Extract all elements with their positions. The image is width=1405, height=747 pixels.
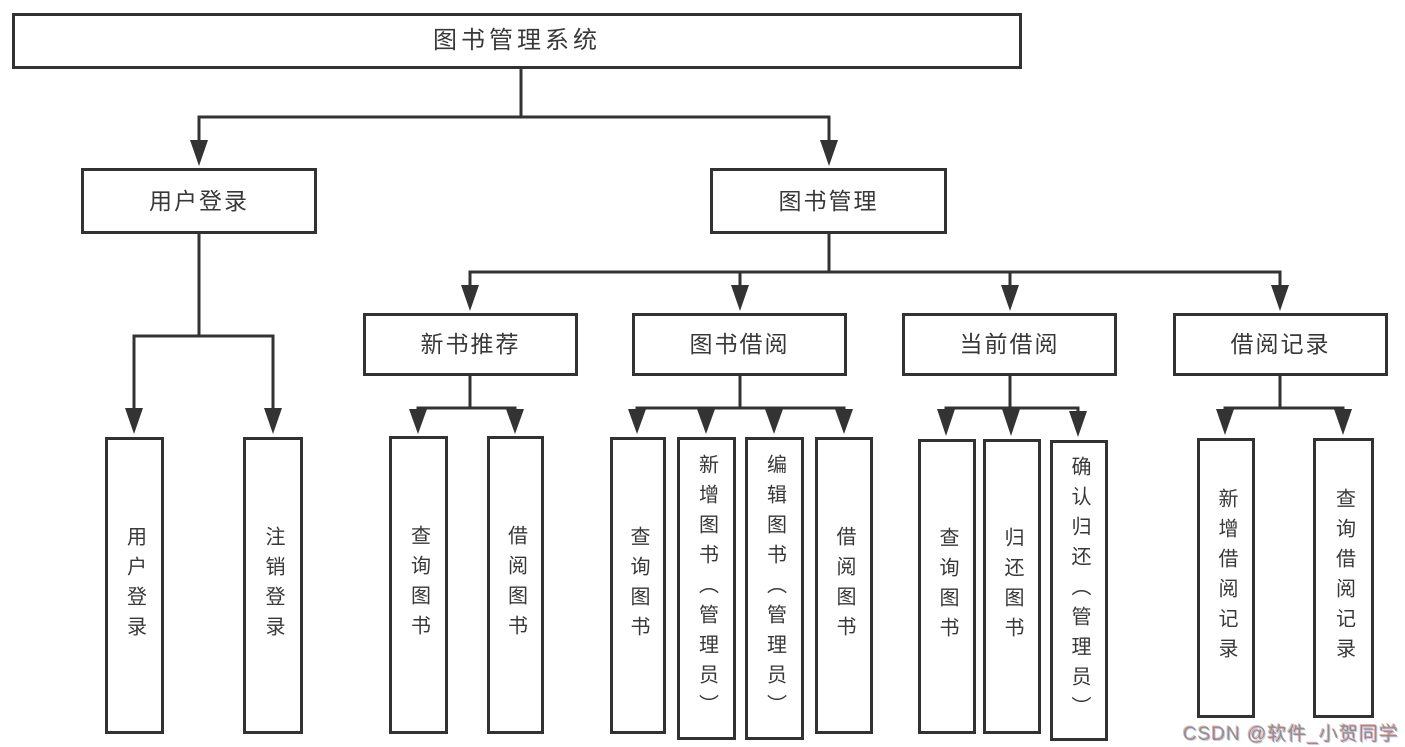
- node-label: 用户登录: [123, 525, 146, 646]
- leaf-borrow-edit-book-admin: 编辑图书（管理员）: [745, 437, 804, 740]
- leaf-newrec-borrow-book: 借阅图书: [487, 436, 544, 734]
- node-borrow-records: 借阅记录: [1173, 313, 1388, 376]
- node-label: 借阅图书: [833, 525, 855, 646]
- leaf-logout-login: 注销登录: [243, 437, 303, 734]
- leaf-current-confirm-return-admin: 确认归还（管理员）: [1050, 440, 1108, 741]
- node-label: 新书推荐: [420, 331, 521, 357]
- arrowhead-icon: [835, 409, 853, 434]
- arrowhead-icon: [820, 140, 838, 166]
- connector-line: [132, 233, 275, 412]
- leaf-current-return-book: 归还图书: [983, 439, 1041, 734]
- node-label: 新增借阅记录: [1215, 488, 1237, 668]
- node-library-management-system: 图书管理系统: [12, 13, 1022, 69]
- node-label: 确认归还（管理员）: [1068, 455, 1090, 726]
- arrowhead-icon: [409, 409, 427, 434]
- connector-borrow-records-to-leaves: [1216, 376, 1352, 435]
- connector-line: [197, 67, 831, 146]
- connector-book-management-to-level3: [461, 233, 1289, 311]
- node-label: 新增图书（管理员）: [695, 453, 718, 724]
- node-user-login: 用户登录: [81, 168, 317, 234]
- arrowhead-icon: [1069, 411, 1087, 437]
- arrowhead-icon: [1001, 285, 1019, 311]
- connector-line: [416, 376, 517, 416]
- node-label: 归还图书: [1001, 526, 1023, 647]
- leaf-borrow-add-book-admin: 新增图书（管理员）: [677, 437, 736, 740]
- arrowhead-icon: [937, 409, 955, 436]
- leaf-current-query-book: 查询图书: [918, 439, 976, 734]
- node-label: 查询图书: [936, 526, 958, 647]
- node-label: 注销登录: [262, 525, 284, 646]
- node-label: 编辑图书（管理员）: [763, 453, 786, 724]
- leaf-borrow-query-book: 查询图书: [610, 437, 666, 734]
- connector-line: [1223, 376, 1345, 416]
- arrowhead-icon: [1002, 409, 1020, 436]
- connector-line: [468, 233, 1282, 292]
- node-label: 借阅记录: [1230, 331, 1331, 357]
- node-label: 用户登录: [149, 187, 249, 214]
- leaf-records-add-record: 新增借阅记录: [1197, 438, 1255, 718]
- node-current-borrow: 当前借阅: [902, 313, 1117, 376]
- arrowhead-icon: [628, 409, 646, 434]
- connector-new-book-recommend-to-leaves: [409, 376, 524, 434]
- arrowhead-icon: [461, 285, 479, 311]
- arrowhead-icon: [125, 408, 143, 434]
- arrowhead-icon: [697, 409, 715, 434]
- node-book-management: 图书管理: [710, 168, 947, 234]
- node-label: 图书管理: [778, 187, 879, 214]
- arrowhead-icon: [1216, 409, 1234, 435]
- arrowhead-icon: [264, 408, 282, 434]
- csdn-watermark: CSDN @软件_小贺同学: [1183, 724, 1399, 745]
- connector-root-to-level2: [190, 67, 838, 166]
- leaf-borrow-borrow-book: 借阅图书: [815, 437, 873, 734]
- node-label: 借阅图书: [504, 525, 527, 645]
- node-label: 当前借阅: [959, 331, 1060, 357]
- node-label: 查询图书: [627, 525, 649, 646]
- connector-current-borrow-to-leaves: [937, 376, 1087, 437]
- arrowhead-icon: [506, 409, 524, 434]
- connector-line: [635, 376, 846, 416]
- leaf-newrec-query-book: 查询图书: [389, 436, 448, 734]
- arrowhead-icon: [1271, 285, 1289, 311]
- node-label: 查询图书: [407, 525, 430, 645]
- connector-user-login-to-leaves: [125, 233, 282, 434]
- node-new-book-recommend: 新书推荐: [363, 313, 578, 376]
- leaf-records-query-record: 查询借阅记录: [1313, 438, 1374, 718]
- node-label: 图书借阅: [689, 331, 790, 357]
- node-label: 查询借阅记录: [1332, 488, 1355, 668]
- arrowhead-icon: [190, 140, 208, 166]
- node-book-borrow: 图书借阅: [632, 313, 847, 376]
- leaf-user-login: 用户登录: [105, 437, 164, 734]
- node-label: 图书管理系统: [433, 27, 601, 54]
- arrowhead-icon: [731, 285, 749, 311]
- connector-book-borrow-to-leaves: [628, 376, 853, 434]
- arrowhead-icon: [765, 409, 783, 434]
- arrowhead-icon: [1334, 409, 1352, 435]
